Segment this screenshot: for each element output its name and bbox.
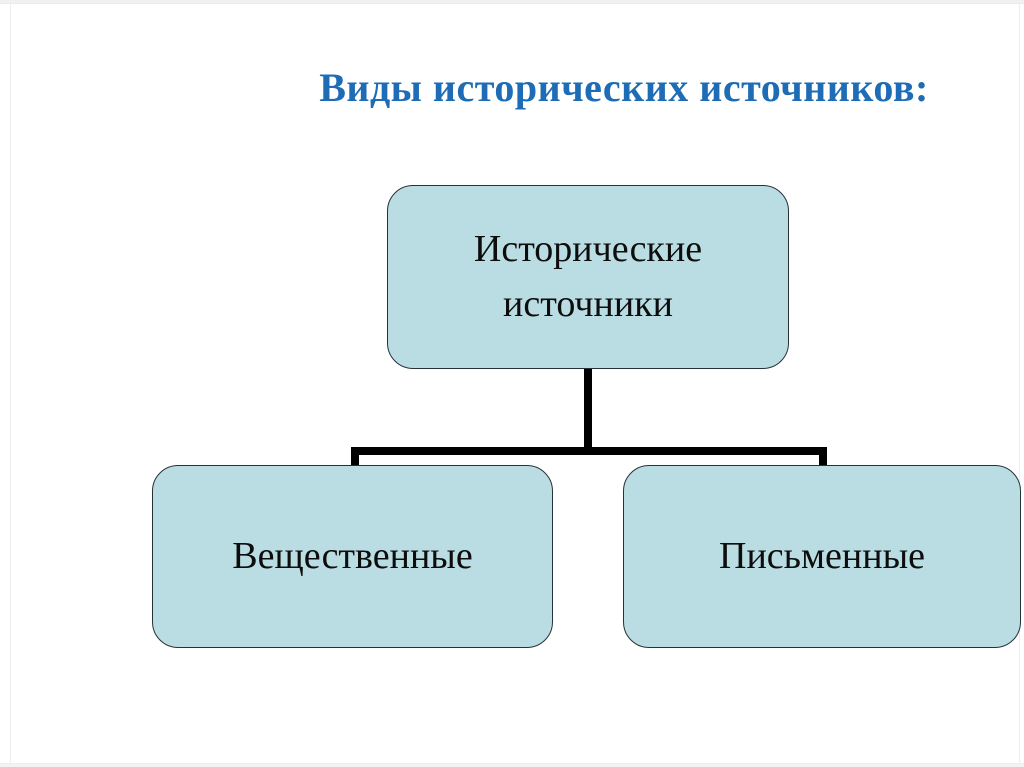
diagram-node-written-sources: Письменные (623, 465, 1021, 648)
diagram-node-material-sources-label: Вещественные (232, 534, 473, 577)
diagram-node-material-sources: Вещественные (152, 465, 553, 648)
slide-edge-right (1019, 4, 1020, 763)
connector-horizontal-bar (351, 447, 827, 455)
diagram-node-written-sources-label: Письменные (719, 534, 925, 577)
slide-title: Виды исторических источников: (319, 65, 929, 110)
slide-edge-left (10, 4, 11, 763)
connector-parent-stem (584, 368, 592, 455)
diagram-node-root-label: Исторические источники (473, 227, 703, 325)
slide-edge-bottom (0, 763, 1024, 767)
slide-edge-top (0, 0, 1024, 4)
connector-left-child-drop (351, 447, 359, 467)
diagram-node-root: Исторические источники (387, 185, 789, 369)
connector-right-child-drop (819, 447, 827, 467)
